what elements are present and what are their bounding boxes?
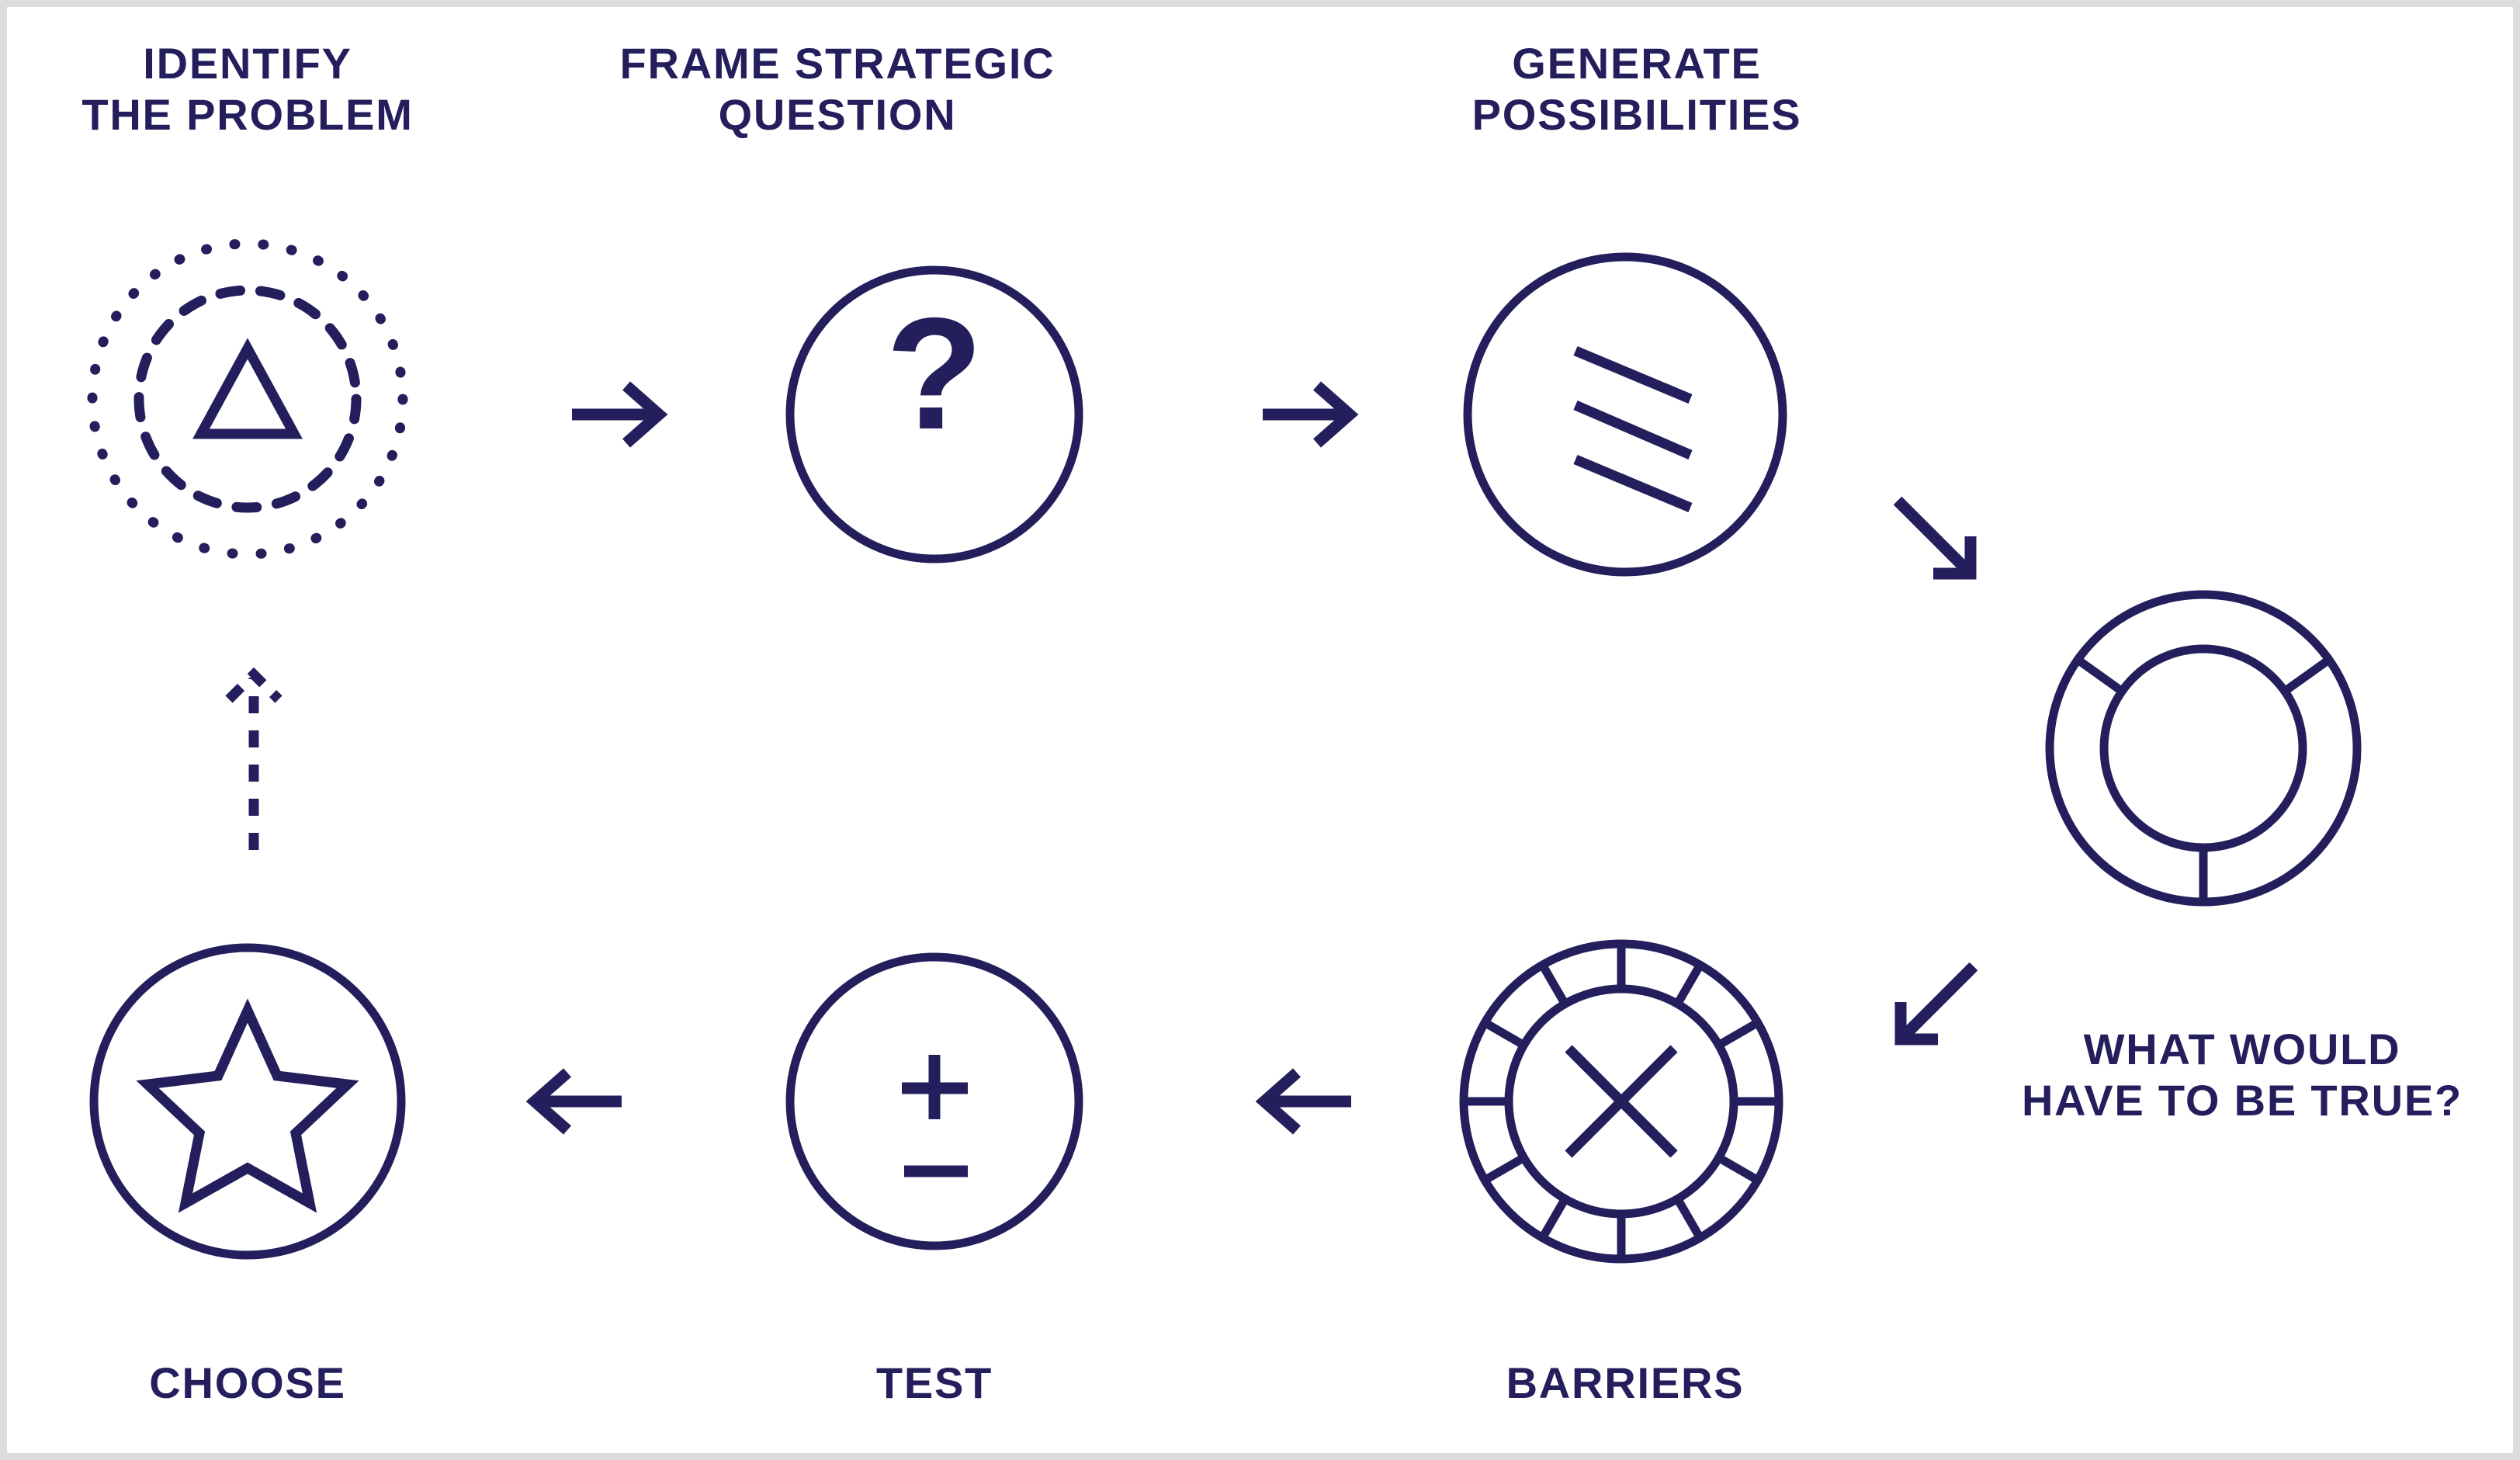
step-label-identify: IDENTIFY THE PROBLEM: [81, 39, 414, 140]
annotation-label-what-would-have-to-be-true: WHAT WOULD HAVE TO BE TRUE?: [2021, 1025, 2463, 1125]
wheel-cross-icon: [1459, 939, 1783, 1264]
step-icon-identify[interactable]: [73, 224, 422, 574]
star-circle-icon: [89, 943, 406, 1260]
step-label-barriers: BARRIERS: [1506, 1358, 1745, 1407]
step-label-frame: FRAME STRATEGIC QUESTION: [619, 39, 1055, 140]
step-icon-barriers[interactable]: [1458, 938, 1784, 1264]
step-icon-frame[interactable]: ?: [783, 263, 1086, 566]
arrow-test-to-choose: [519, 1059, 628, 1144]
step-icon-test[interactable]: [783, 950, 1086, 1253]
step-label-choose: CHOOSE: [149, 1358, 346, 1407]
question-glyph: ?: [886, 285, 983, 463]
question-mark-circle-icon: [785, 265, 1083, 564]
step-icon-choose[interactable]: [88, 942, 407, 1261]
step-label-generate: GENERATE POSSIBILITIES: [1471, 39, 1802, 140]
annotation-icon-donut[interactable]: [2044, 589, 2362, 907]
arrow-frame-to-generate: [1257, 372, 1365, 457]
target-triangle-icon: [87, 238, 408, 560]
arrow-identify-to-frame: [566, 372, 674, 457]
donut-chart-icon: [2045, 590, 2362, 907]
step-label-test: TEST: [875, 1358, 993, 1407]
arrow-generate-to-donut: [1893, 496, 1994, 597]
arrow-barriers-to-test: [1249, 1059, 1357, 1144]
arrow-donut-to-barriers: [1893, 962, 1994, 1063]
plus-minus-circle-icon: [785, 952, 1083, 1250]
diagonal-lines-circle-icon: [1463, 252, 1787, 577]
arrow-choose-to-identify: [207, 651, 300, 853]
step-icon-generate[interactable]: [1462, 251, 1788, 577]
